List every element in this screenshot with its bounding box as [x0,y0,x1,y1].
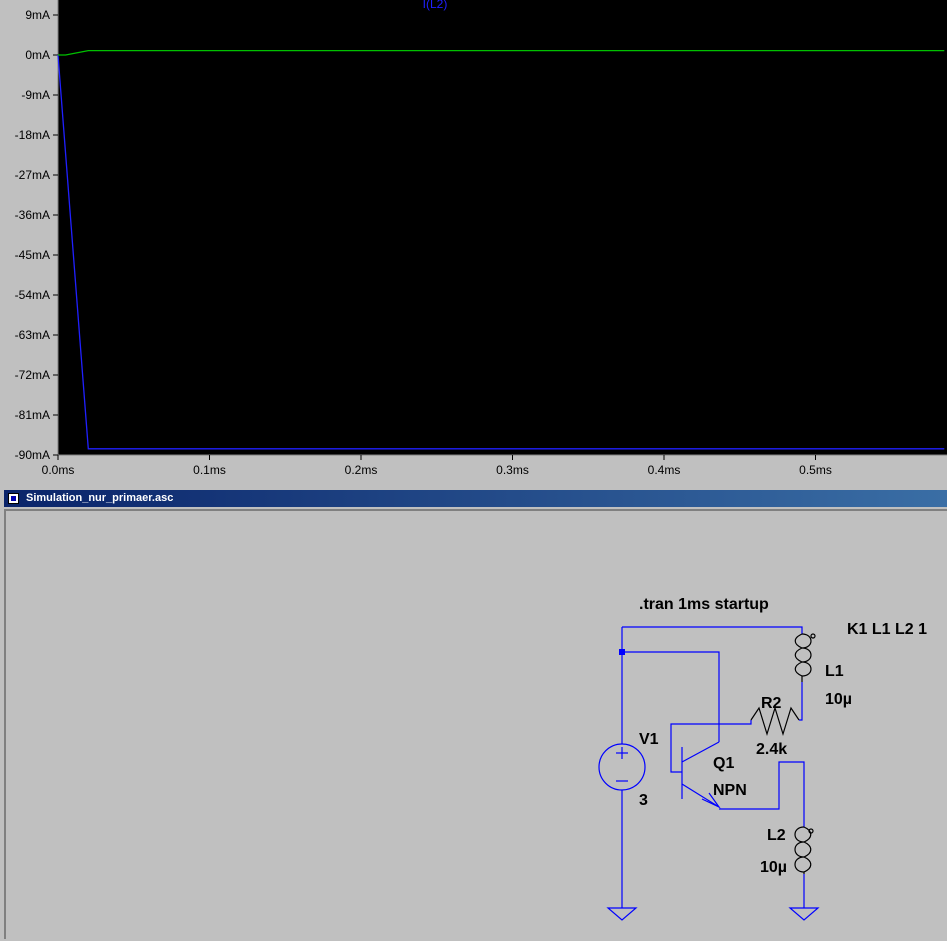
l1-value[interactable]: 10µ [825,691,852,708]
v1-name[interactable]: V1 [639,731,659,748]
wire-r2-base[interactable] [670,720,752,773]
v1-value[interactable]: 3 [639,792,648,809]
y-tick-label: -54mA [15,288,50,302]
waveform-plot[interactable]: 9mA 0mA -9mA -18mA -27mA -36mA -45mA -54mA -63mA… [0,0,947,483]
q1-name[interactable]: Q1 [713,755,734,772]
simulation-directive[interactable]: .tran 1ms startup [639,596,769,613]
schematic-drawing[interactable]: .tran 1ms startup K1 L1 L2 1 L1 10µ R2 2… [2,490,947,941]
x-axis-ticks: 0.0ms 0.1ms 0.2ms 0.3ms 0.4ms 0.5ms [42,455,832,477]
y-tick-label: 0mA [25,48,50,62]
wire-top[interactable] [622,626,803,634]
wire-collector[interactable] [622,651,720,724]
plot-area[interactable] [58,0,947,455]
schematic-canvas[interactable]: .tran 1ms startup K1 L1 L2 1 L1 10µ R2 2… [4,509,947,939]
waveform-plot-pane[interactable]: 9mA 0mA -9mA -18mA -27mA -36mA -45mA -54mA -63mA… [0,0,947,483]
wire-l1-r2[interactable] [799,682,803,721]
l2-name[interactable]: L2 [767,827,786,844]
y-tick-label: -18mA [15,128,50,142]
r2-value[interactable]: 2.4k [756,741,787,758]
schematic-window[interactable]: Simulation_nur_primaer.asc [0,488,947,939]
y-axis-ticks: 9mA 0mA -9mA -18mA -27mA -36mA -45mA -54mA -63mA… [15,8,58,462]
x-tick-label: 0.2ms [345,463,378,477]
resistor-r2[interactable] [750,705,800,737]
coupling-directive[interactable]: K1 L1 L2 1 [847,621,927,638]
plot-traces [57,49,945,450]
y-tick-label: -9mA [21,88,50,102]
schematic-titlebar[interactable]: Simulation_nur_primaer.asc [4,490,947,507]
wire-emitter-l2[interactable] [719,761,805,827]
x-tick-label: 0.3ms [496,463,529,477]
q1-model[interactable]: NPN [713,782,747,799]
y-tick-label: 9mA [25,8,50,22]
y-tick-label: -27mA [15,168,50,182]
series-line-green[interactable] [58,49,945,56]
npn-transistor-q1[interactable] [681,724,721,809]
r2-name[interactable]: R2 [761,695,782,712]
y-tick-label: -81mA [15,408,50,422]
y-tick-label: -45mA [15,248,50,262]
trace-label[interactable]: I(L2) [423,0,448,11]
ground-icon[interactable] [606,907,638,921]
x-tick-label: 0.4ms [648,463,681,477]
schematic-window-icon[interactable] [8,493,19,504]
x-tick-label: 0.1ms [193,463,226,477]
y-tick-label: -63mA [15,328,50,342]
y-tick-label: -90mA [15,448,50,462]
l1-name[interactable]: L1 [825,663,844,680]
schematic-window-title: Simulation_nur_primaer.asc [26,492,174,504]
y-tick-label: -36mA [15,208,50,222]
series-line-i-l2[interactable] [57,54,945,450]
x-tick-label: 0.0ms [42,463,75,477]
x-tick-label: 0.5ms [799,463,832,477]
l2-value[interactable]: 10µ [760,859,787,876]
y-tick-label: -72mA [15,368,50,382]
voltage-source-v1[interactable] [598,743,646,791]
inductor-l2[interactable] [794,826,814,874]
junction-dot[interactable] [619,649,625,655]
ground-icon[interactable] [788,907,820,921]
inductor-l1[interactable] [794,633,816,682]
